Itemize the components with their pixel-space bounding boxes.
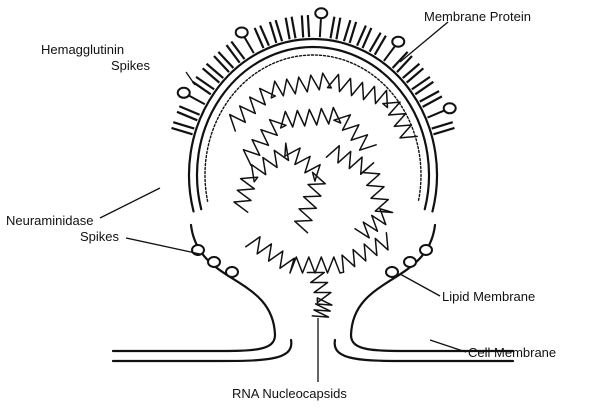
label-neuraminidase-spikes: Spikes [80, 229, 119, 244]
hemagglutinin-spike [403, 64, 420, 78]
neuraminidase-spike-head [178, 88, 190, 98]
label-hemagglutinin: Hemagglutinin [41, 42, 124, 57]
hemagglutinin-spike [193, 82, 211, 94]
label-cell-membrane: Cell Membrane [468, 345, 556, 360]
hemagglutinin-spike [344, 20, 350, 41]
hemagglutinin-spike [412, 77, 430, 89]
neuraminidase-spike-head [386, 267, 398, 277]
hemagglutinin-spike [292, 17, 296, 39]
neck-right-outer [351, 225, 435, 335]
leader-lipid-membrane [400, 274, 440, 296]
hemagglutinin-spike [393, 52, 408, 68]
label-membrane-protein: Membrane Protein [424, 9, 531, 24]
neuraminidase-spike-stalk [189, 96, 205, 105]
hemagglutinin-spike [218, 52, 233, 68]
label-hemagglutinin-spikes: Spikes [111, 58, 150, 73]
hemagglutinin-spike [433, 128, 454, 134]
neck-left-outer [191, 225, 275, 335]
leader-hemagglutinin [186, 72, 195, 85]
neuraminidase-spike-head [315, 8, 327, 18]
hemagglutinin-spike [214, 56, 229, 72]
hemagglutinin-spike [308, 15, 309, 37]
hemagglutinin-spike [196, 77, 214, 89]
hemagglutinin-spike [302, 15, 303, 37]
leader-neuraminidase [100, 188, 160, 218]
rna-coil-bottom [246, 233, 388, 273]
label-rna-nucleocapsids: RNA Nucleocapsids [232, 386, 347, 401]
envelope-outer-line [189, 39, 437, 211]
hemagglutinin-spike [286, 18, 290, 40]
neuraminidase-spike-head [444, 103, 456, 113]
neuraminidase-spike-stalk [245, 38, 254, 54]
rna-coil-right-center [326, 146, 392, 238]
neuraminidase-spike-head [392, 37, 404, 47]
neuraminidase-spike-head [404, 257, 416, 267]
hemagglutinin-spike [432, 122, 453, 128]
neuraminidase-spike-head [208, 257, 220, 267]
label-lipid-membrane: Lipid Membrane [442, 289, 535, 304]
neuraminidase-spike-head [226, 267, 238, 277]
rna-coil-top [230, 73, 418, 138]
hemagglutinin-spike [173, 122, 194, 128]
neuraminidase-spike-stalk [320, 19, 321, 37]
virus-envelope [113, 39, 513, 361]
neuraminidase-spike-stalk [428, 111, 445, 118]
neuraminidase-spike-stalk [384, 47, 395, 61]
hemagglutinin-spike [227, 45, 240, 63]
hemagglutinin-spike [331, 17, 335, 39]
neuraminidase-spike-head [420, 245, 432, 255]
leader-membrane-protein [400, 22, 448, 62]
label-leader-lines [100, 22, 466, 382]
label-neuraminidase: Neuraminidase [6, 213, 93, 228]
hemagglutinin-spike [172, 128, 193, 134]
hemagglutinin-spike [207, 64, 224, 78]
surface-spikes [172, 8, 456, 277]
hemagglutinin-spike [231, 42, 244, 60]
rna-coil-bottom-tail [307, 273, 332, 318]
hemagglutinin-spike [415, 82, 433, 94]
hemagglutinin-spike [350, 22, 356, 43]
hemagglutinin-spike [276, 20, 282, 41]
hemagglutinin-spike [270, 22, 276, 43]
neuraminidase-spike-head [236, 27, 248, 37]
cell-membrane-left-upper [113, 335, 275, 351]
hemagglutinin-spike [336, 18, 340, 40]
hemagglutinin-spike [203, 68, 220, 82]
leader-neuraminidase-spikes [126, 238, 200, 254]
hemagglutinin-spike [407, 68, 424, 82]
rna-coil-left-center [234, 143, 325, 233]
